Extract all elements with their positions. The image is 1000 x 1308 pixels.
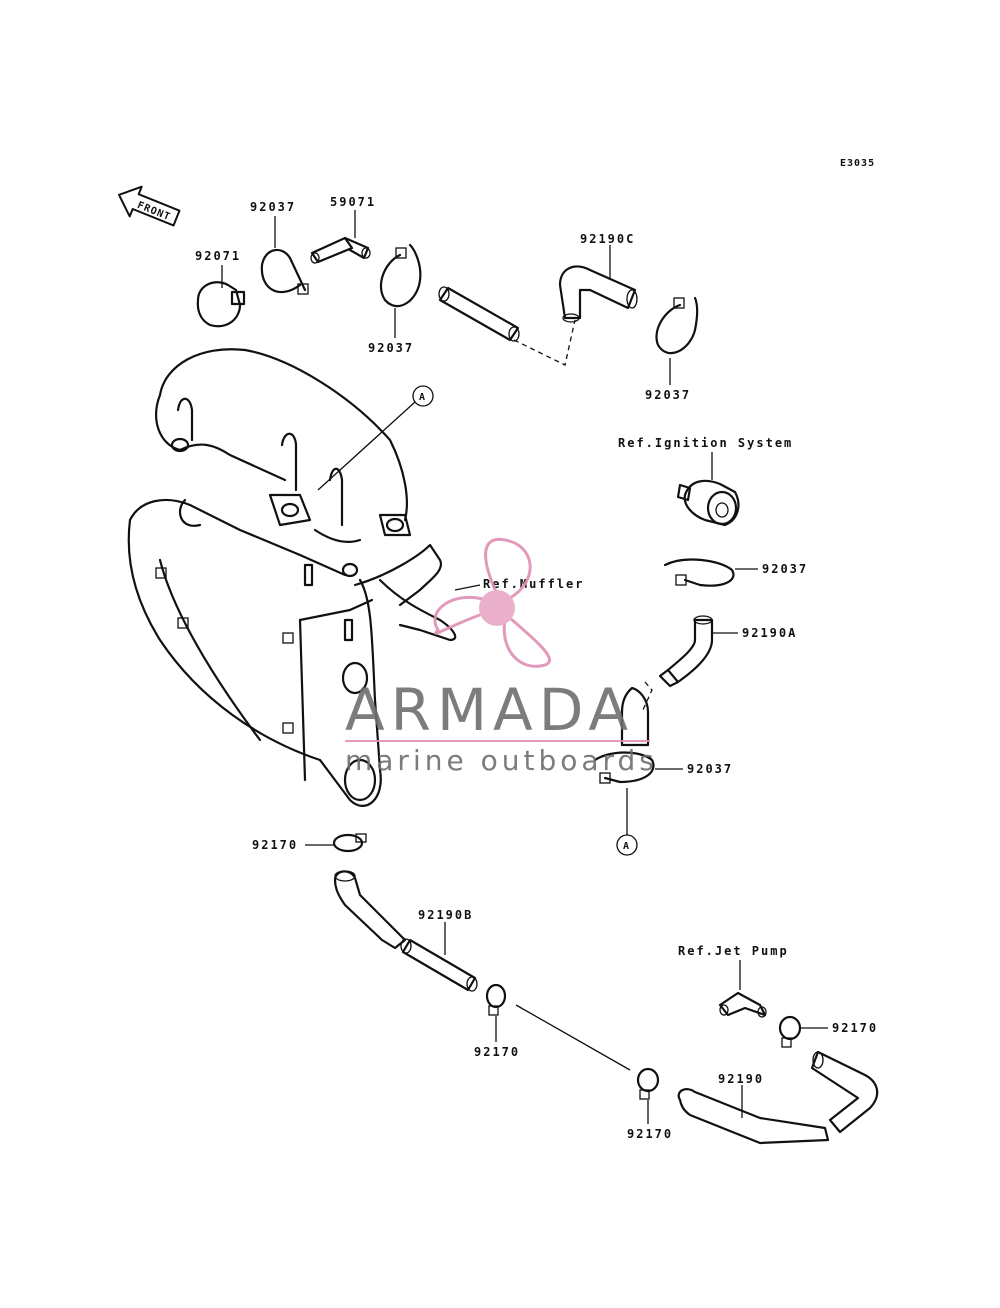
part-59071-joint bbox=[310, 236, 371, 264]
label-92170-mid: 92170 bbox=[474, 1045, 520, 1059]
label-92037-low: 92037 bbox=[687, 762, 733, 776]
ref-muffler: Ref.Muffler bbox=[483, 577, 584, 591]
ignition-component bbox=[676, 479, 740, 527]
label-92170-bottom: 92170 bbox=[627, 1127, 673, 1141]
front-arrow-icon: FRONT bbox=[118, 185, 181, 227]
part-92170-clamp-left bbox=[332, 833, 367, 853]
ref-ignition-system: Ref.Ignition System bbox=[618, 436, 793, 450]
label-59071: 59071 bbox=[330, 195, 376, 209]
callout-a-bottom bbox=[616, 834, 638, 856]
part-92037-clamp-low bbox=[593, 751, 655, 784]
part-92037-clamp-right bbox=[655, 296, 699, 355]
callout-a-top bbox=[412, 385, 434, 407]
part-92037-clamp-mid bbox=[379, 243, 422, 308]
hose-short-lower bbox=[620, 681, 653, 747]
propeller-logo-icon bbox=[433, 537, 551, 668]
part-92190-hose bbox=[677, 1050, 879, 1145]
part-92190b-hose bbox=[333, 870, 478, 992]
label-92071: 92071 bbox=[195, 249, 241, 263]
part-92071-plug bbox=[196, 281, 246, 328]
label-92170-left: 92170 bbox=[252, 838, 298, 852]
label-92190a: 92190A bbox=[742, 626, 797, 640]
label-92037-ign: 92037 bbox=[762, 562, 808, 576]
label-92037-top: 92037 bbox=[250, 200, 296, 214]
part-92170-clamp-mid bbox=[485, 983, 507, 1016]
part-92037-clamp-ign bbox=[663, 558, 735, 587]
part-92170-clamp-bottom bbox=[636, 1067, 660, 1100]
exhaust-manifold-body bbox=[127, 348, 457, 807]
watermark-tagline: marine outboards bbox=[345, 744, 658, 777]
label-92190: 92190 bbox=[718, 1072, 764, 1086]
watermark-brand: ARMADA bbox=[345, 676, 634, 744]
callout-a-bottom-label: A bbox=[623, 841, 629, 852]
label-92170-right: 92170 bbox=[832, 1021, 878, 1035]
part-92170-clamp-right bbox=[778, 1015, 802, 1048]
label-92037-right: 92037 bbox=[645, 388, 691, 402]
part-92037-clamp-top bbox=[260, 248, 309, 295]
label-92190c: 92190C bbox=[580, 232, 635, 246]
label-92190b: 92190B bbox=[418, 908, 473, 922]
diagram-code: E3035 bbox=[840, 158, 875, 169]
ref-jet-pump: Ref.Jet Pump bbox=[678, 944, 789, 958]
part-92190c-hose bbox=[558, 265, 638, 323]
hose-straight-top bbox=[438, 286, 520, 342]
label-92037-mid: 92037 bbox=[368, 341, 414, 355]
armada-watermark: ARMADA marine outboards bbox=[345, 537, 658, 777]
callout-a-top-label: A bbox=[419, 392, 425, 403]
part-92190a-hose bbox=[658, 615, 714, 688]
front-label: FRONT bbox=[135, 200, 172, 223]
jet-pump-fitting bbox=[718, 991, 767, 1018]
